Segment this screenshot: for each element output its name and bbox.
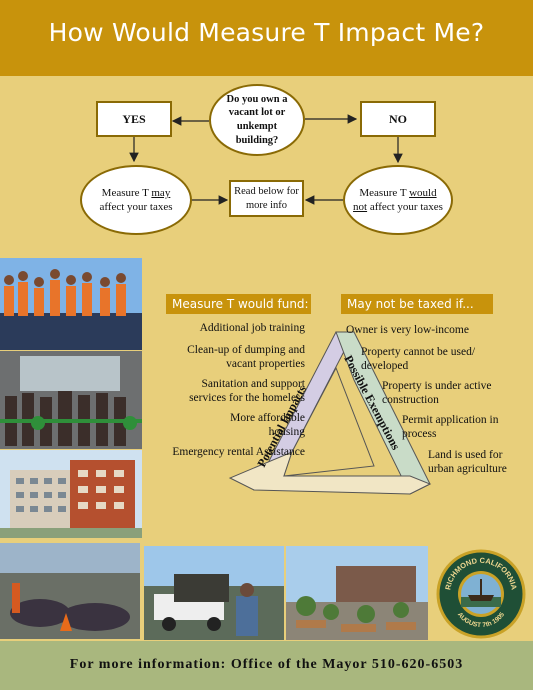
exempt-header: May not be taxed if... — [341, 294, 493, 314]
apartment-building-photo — [0, 450, 142, 538]
footer-bar: For more information: Office of the Mayo… — [0, 641, 533, 690]
exempt-item: Land is used for urban agriculture — [428, 449, 507, 475]
fund-item: More affordable housing — [230, 412, 305, 438]
may-affect-oval: Measure T may affect your taxes — [80, 165, 192, 235]
ribbon-cutting-photo — [0, 351, 142, 449]
flow-arrows — [129, 114, 403, 205]
fund-header: Measure T would fund: — [166, 294, 311, 314]
truck-cleanup-photo — [144, 546, 284, 640]
question-oval: Do you own a vacant lot or unkempt build… — [209, 84, 305, 156]
exempt-item: Property cannot be used/ developed — [361, 346, 476, 372]
footer-contact: For more information: Office of the Mayo… — [69, 657, 464, 672]
urban-garden-photo — [286, 546, 428, 640]
exempt-item: Permit application in process — [402, 414, 499, 440]
yes-box: YES — [96, 101, 172, 137]
fund-list: Additional job training Clean-up of dump… — [145, 318, 305, 478]
fund-item: Emergency rental Assistance — [172, 446, 305, 458]
no-box: NO — [360, 101, 436, 137]
header-banner: How Would Measure T Impact Me? — [0, 0, 533, 76]
would-not-oval: Measure T would not affect your taxes — [343, 165, 453, 235]
exempt-item: Property is under active construction — [382, 380, 492, 406]
fund-item: Sanitation and support services for the … — [189, 378, 305, 404]
fund-item: Clean-up of dumping and vacant propertie… — [187, 344, 305, 370]
page-title: How Would Measure T Impact Me? — [48, 18, 485, 47]
dumping-cleanup-photo — [0, 543, 140, 639]
exempt-item: Owner is very low-income — [346, 324, 469, 336]
penrose-triangle: Potential Impacts Possible Exemptions — [228, 331, 432, 495]
workers-photo — [0, 258, 142, 350]
city-seal: RICHMOND CALIFORNIA AUGUST 7th 1905 — [436, 549, 526, 639]
read-below-box: Read below for more info — [229, 180, 304, 217]
fund-item: Additional job training — [199, 322, 305, 334]
